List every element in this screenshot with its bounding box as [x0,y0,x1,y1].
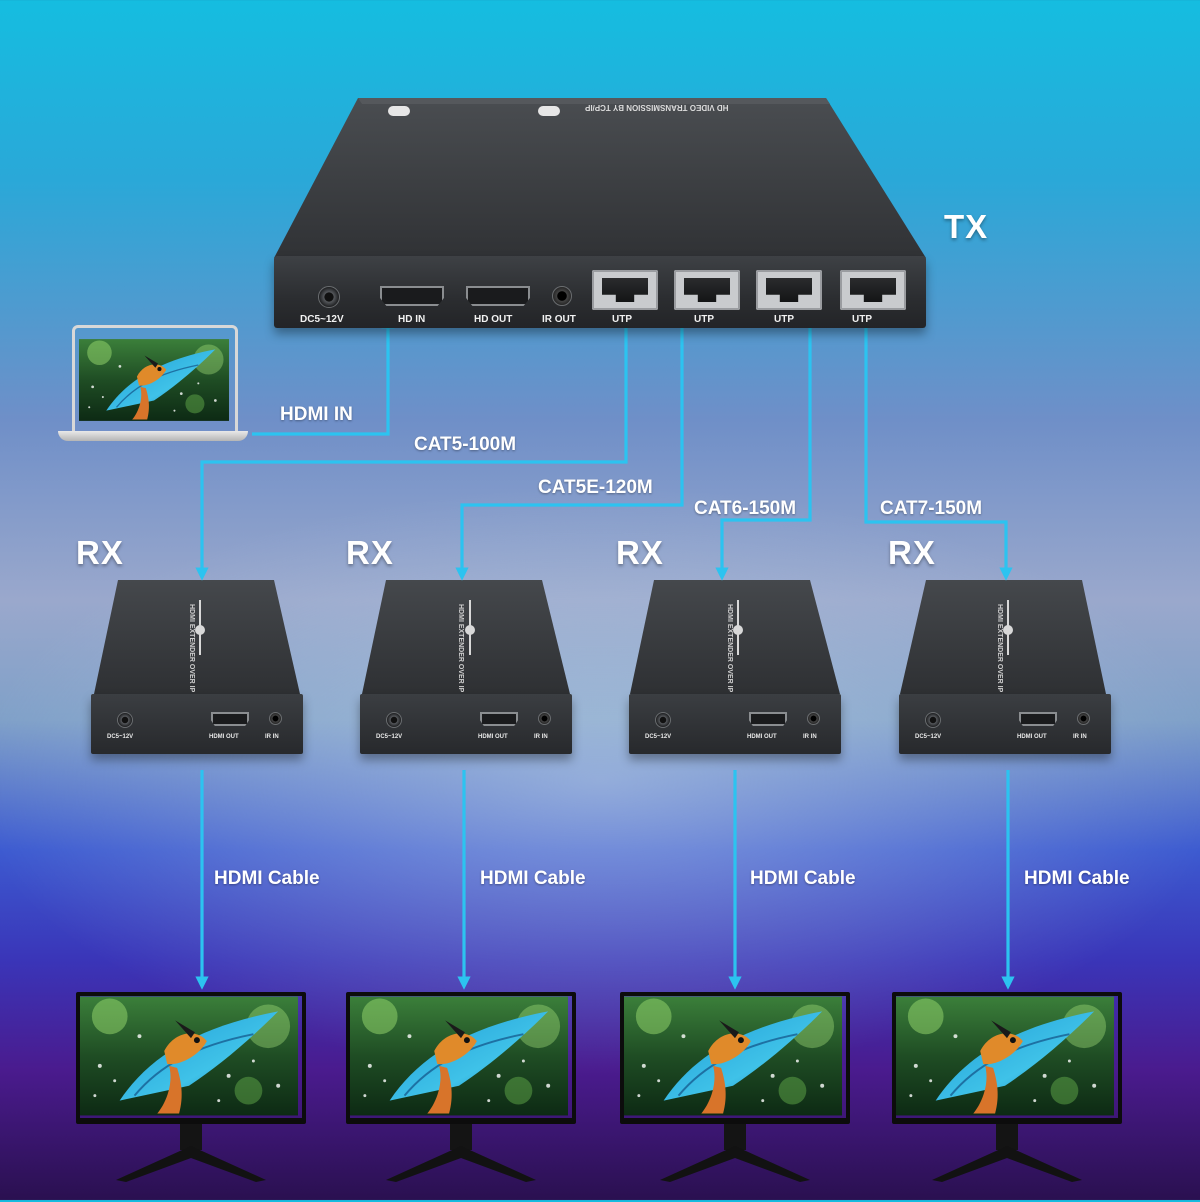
monitor-icon-1 [76,992,306,1202]
cable-label-1: CAT5-100M [414,434,517,455]
rx-hdmi-out-label-1: HDMI OUT [209,734,239,740]
cable-label-4: CAT7-150M [880,498,983,519]
rx-logos [199,600,1009,655]
rx-hdmi-out-label-4: HDMI OUT [1017,734,1047,740]
rx-front-panel-3: DC5~12V HDMI OUT IR IN [629,694,841,754]
rx-ir-in-label-3: IR IN [803,734,817,740]
rx-front-panel-2: DC5~12V HDMI OUT IR IN [360,694,572,754]
rx-dc-jack-icon-1 [117,712,133,728]
utp-port-icon-2 [674,270,740,310]
rx-label-1: RX [76,534,124,571]
cable-2 [455,318,684,581]
rx-ir-in-label-1: IR IN [265,734,279,740]
rx-unit-1: HDMI EXTENDER OVER IP DC5~12V HDMI OUT I… [91,582,303,766]
rx-ir-in-label-2: IR IN [534,734,548,740]
tx-top-led-2 [538,106,560,116]
rx-ir-in-jack-icon-4 [1077,712,1090,725]
rx-top-face-3 [630,580,840,694]
cable-label-3: CAT6-150M [694,498,797,519]
utp-port-icon-1 [592,270,658,310]
tx-utp-label-1: UTP [612,314,632,325]
monitor-icon-2 [346,992,576,1202]
utp-port-icon-3 [756,270,822,310]
tx-top-led [388,106,410,116]
tx-utp-label-4: UTP [852,314,872,325]
tx-dc-label: DC5~12V [300,314,344,325]
dc-jack-icon [318,286,340,308]
rx-front-panel-4: DC5~12V HDMI OUT IR IN [899,694,1111,754]
monitor-icon-4 [892,992,1122,1202]
rx-hdmi-out-label-3: HDMI OUT [747,734,777,740]
rx-top-face-4 [900,580,1106,694]
rx-label-4: RX [888,534,936,571]
monitor-icon-3 [620,992,850,1202]
cable-4 [864,318,1013,581]
hdmi-in-label: HDMI IN [280,404,353,425]
hd-in-port-icon [380,286,444,306]
laptop-icon [58,325,248,443]
tx-hd-out-label: HD OUT [474,314,513,325]
rx-unit-4: HDMI EXTENDER OVER IP DC5~12V HDMI OUT I… [899,582,1111,766]
rx-hdmi-out-port-icon-2 [480,712,518,726]
rx-hdmi-out-label-2: HDMI OUT [478,734,508,740]
hdmi-cable-label-4: HDMI Cable [1024,868,1130,889]
rx-ir-in-jack-icon-1 [269,712,282,725]
tx-label: TX [944,208,989,245]
rx-ir-in-label-4: IR IN [1073,734,1087,740]
rx-dc-label-4: DC5~12V [915,734,942,740]
rx-ir-in-jack-icon-2 [538,712,551,725]
hdmi-cable-label-3: HDMI Cable [750,868,856,889]
cable-1 [195,325,628,581]
utp-port-icon-4 [840,270,906,310]
hdmi-in-cable [252,315,395,436]
tx-top-face [274,98,926,258]
rx-label-3: RX [616,534,664,571]
tx-utp-label-3: UTP [774,314,794,325]
rx-dc-label-2: DC5~12V [376,734,403,740]
tx-utp-label-2: UTP [694,314,714,325]
rx-dc-jack-icon-3 [655,712,671,728]
hd-out-port-icon [466,286,530,306]
rx-hdmi-out-port-icon-4 [1019,712,1057,726]
ir-out-jack-icon [552,286,572,306]
hdmi-cable-label-1: HDMI Cable [214,868,320,889]
rx-dc-jack-icon-4 [925,712,941,728]
cable-3 [715,318,812,581]
cable-label-2: CAT5E-120M [538,477,653,498]
cable-lines [195,315,1015,990]
rx-ir-in-jack-icon-3 [807,712,820,725]
tx-hd-in-label: HD IN [398,314,426,325]
tx-ir-out-label: IR OUT [542,314,576,325]
tx-top-text: HD VIDEO TRANSMISSION BY TCP/IP [585,103,729,112]
rx-top-face-2 [362,580,570,694]
rx-dc-jack-icon-2 [386,712,402,728]
rx-dc-label-3: DC5~12V [645,734,672,740]
rx-unit-3: HDMI EXTENDER OVER IP DC5~12V HDMI OUT I… [629,582,841,766]
tx-front-panel: DC5~12V HD IN HD OUT IR OUT UTP UTP UTP … [274,256,926,328]
rx-top-text-1: HDMI EXTENDER OVER IP [188,604,195,693]
hdmi-cable-label-2: HDMI Cable [480,868,586,889]
rx-unit-2: HDMI EXTENDER OVER IP DC5~12V HDMI OUT I… [360,582,572,766]
rx-dc-label-1: DC5~12V [107,734,134,740]
rx-top-text-3: HDMI EXTENDER OVER IP [726,604,733,693]
rx-top-text-2: HDMI EXTENDER OVER IP [457,604,464,693]
rx-front-panel-1: DC5~12V HDMI OUT IR IN [91,694,303,754]
rx-label-2: RX [346,534,394,571]
rx-top-text-4: HDMI EXTENDER OVER IP [996,604,1003,693]
rx-hdmi-out-port-icon-1 [211,712,249,726]
rx-top-face-1 [94,580,300,694]
rx-hdmi-out-port-icon-3 [749,712,787,726]
